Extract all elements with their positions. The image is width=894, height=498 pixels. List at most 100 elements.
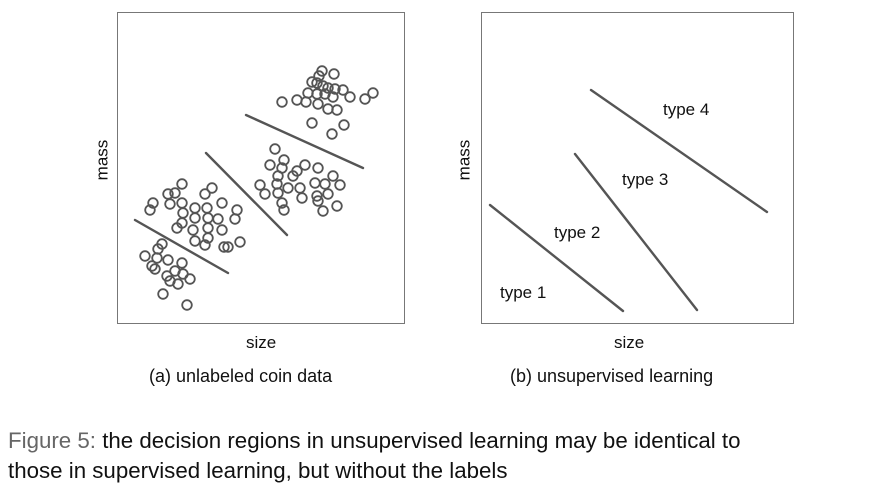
data-point [147,197,159,209]
data-point [264,159,276,171]
data-point [254,179,266,191]
panel-b-y-axis-label: mass [454,139,474,181]
data-point [278,154,290,166]
data-point [309,177,321,189]
data-point [157,288,169,300]
data-point [327,170,339,182]
data-point [294,182,306,194]
data-point [144,204,156,216]
data-point [287,170,299,182]
decision-boundary-3 [589,88,769,214]
data-point [151,252,163,264]
data-point [176,178,188,190]
data-point [172,278,184,290]
data-point [216,197,228,209]
data-point [334,179,346,191]
data-point [331,104,343,116]
data-point [331,200,343,212]
region-label-type-3: type 3 [622,170,669,189]
data-point [300,96,312,108]
region-label-type-4: type 4 [663,100,710,119]
data-point [322,82,334,94]
data-point [176,257,188,269]
data-point [177,207,189,219]
figure-number: Figure 5: [8,428,96,453]
data-point [311,77,323,89]
data-point [282,182,294,194]
decision-boundary-3 [244,113,365,170]
data-point [311,190,323,202]
data-point [146,260,158,272]
data-point [291,94,303,106]
data-point [272,187,284,199]
data-point [201,202,213,214]
data-point [322,103,334,115]
panel-a-y-axis-label: mass [92,139,112,181]
data-point [312,195,324,207]
region-label-type-1: type 1 [500,283,547,302]
figure-caption-line-2: those in supervised learning, but withou… [8,458,508,483]
data-point [139,250,151,262]
region-label-type-2: type 2 [554,223,601,242]
data-point [312,162,324,174]
figure-caption-line-1: Figure 5: the decision regions in unsupe… [8,428,741,454]
data-point [344,91,356,103]
data-point [269,143,281,155]
data-point [189,202,201,214]
data-point [359,93,371,105]
data-point [313,70,325,82]
data-point [176,217,188,229]
data-point [322,188,334,200]
data-point [328,68,340,80]
data-point [176,197,188,209]
data-point [229,213,241,225]
panel-b-x-axis-label: size [614,333,645,352]
data-point [234,236,246,248]
decision-boundary-2 [573,152,699,312]
decision-boundary-2 [204,151,289,237]
data-point [319,178,331,190]
data-point [199,239,211,251]
data-point [317,80,329,92]
data-point [189,235,201,247]
caption-text-1: the decision regions in unsupervised lea… [96,428,741,453]
data-point [317,205,329,217]
data-point [199,188,211,200]
data-point [276,96,288,108]
data-point [202,212,214,224]
data-point [272,170,284,182]
data-point [306,76,318,88]
panel-b-boundaries [488,88,769,313]
data-point [149,263,161,275]
data-point [278,204,290,216]
data-point [231,204,243,216]
data-point [202,222,214,234]
data-point [312,98,324,110]
data-point [259,188,271,200]
data-point [276,197,288,209]
data-point [189,212,201,224]
data-point [302,87,314,99]
data-point [212,213,224,225]
panel-a-plot-area [117,12,405,324]
decision-boundary-1 [488,203,625,313]
data-point [326,128,338,140]
panel-a-x-axis-label: size [246,333,277,352]
data-point [164,198,176,210]
data-point [296,192,308,204]
panel-b-plot-area [481,12,794,324]
data-point [338,119,350,131]
data-point [306,117,318,129]
panel-a-subcaption: (a) unlabeled coin data [149,366,333,386]
data-point [222,241,234,253]
data-point [367,87,379,99]
data-point [184,273,196,285]
decision-boundary-1 [133,218,230,275]
data-point [329,83,341,95]
data-point [202,232,214,244]
data-point [216,224,228,236]
panel-b-subcaption: (b) unsupervised learning [510,366,714,386]
data-point [218,241,230,253]
panel-a-scatter [133,65,379,311]
data-point [187,224,199,236]
